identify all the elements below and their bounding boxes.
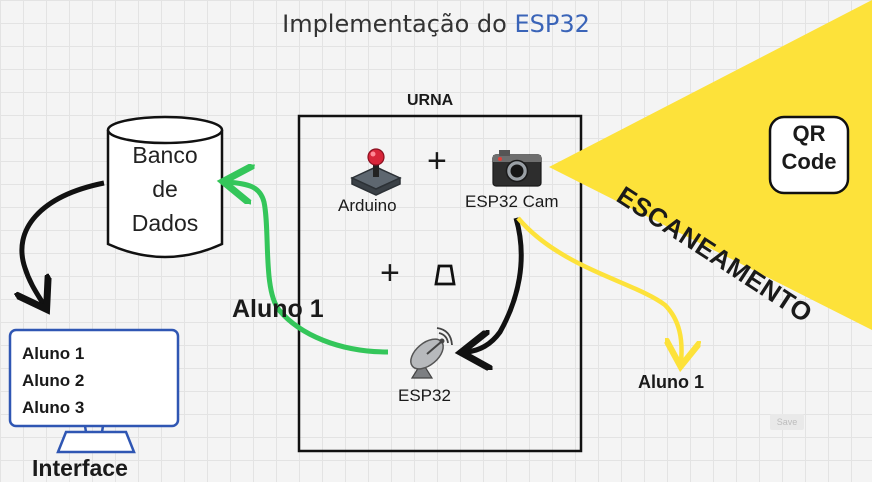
arrow-cam-to-aluno[interactable] bbox=[516, 216, 682, 362]
esp32cam-label: ESP32 Cam bbox=[465, 192, 559, 211]
trapezoid-icon bbox=[434, 264, 456, 286]
arduino-label: Arduino bbox=[338, 196, 397, 215]
aluno-label-yellow: Aluno 1 bbox=[638, 372, 704, 392]
camera-icon bbox=[492, 150, 542, 187]
scan-triangle[interactable] bbox=[549, 0, 872, 330]
urna-box[interactable] bbox=[297, 114, 583, 453]
title-accent: ESP32 bbox=[514, 10, 590, 38]
satellite-antenna-icon bbox=[410, 327, 453, 379]
plus-sign: + bbox=[380, 254, 400, 292]
urna-label: URNA bbox=[407, 92, 454, 109]
list-item: Aluno 3 bbox=[22, 398, 85, 417]
qr-label-line: QR bbox=[792, 121, 826, 146]
interface-label: Interface bbox=[32, 455, 128, 481]
database-label-line: de bbox=[152, 176, 178, 202]
database-label-line: Banco bbox=[132, 142, 198, 168]
joystick-icon bbox=[350, 148, 402, 196]
database-icon[interactable] bbox=[106, 115, 224, 259]
plus-sign: + bbox=[427, 142, 447, 180]
qr-label-line: Code bbox=[781, 149, 837, 174]
qr-code-box[interactable] bbox=[768, 115, 850, 195]
database-label-line: Dados bbox=[131, 210, 199, 236]
qr-code-label: QR Code bbox=[772, 120, 846, 176]
monitor-icon[interactable] bbox=[8, 328, 180, 454]
aluno-label-green: Aluno 1 bbox=[232, 295, 324, 323]
list-item: Aluno 2 bbox=[22, 371, 85, 390]
interface-list: Aluno 1 Aluno 2 Aluno 3 bbox=[22, 340, 84, 421]
database-label: Banco de Dados bbox=[108, 138, 222, 240]
arrow-cam-to-esp32[interactable] bbox=[466, 217, 524, 352]
save-button[interactable]: Save bbox=[770, 414, 804, 430]
title-prefix: Implementação do bbox=[282, 10, 515, 38]
esp32-label: ESP32 bbox=[398, 386, 451, 405]
page-title: Implementação do ESP32 bbox=[0, 10, 872, 38]
list-item: Aluno 1 bbox=[22, 344, 85, 363]
arrow-db-to-interface[interactable] bbox=[22, 180, 105, 305]
arrow-esp32-to-db[interactable] bbox=[228, 182, 389, 355]
